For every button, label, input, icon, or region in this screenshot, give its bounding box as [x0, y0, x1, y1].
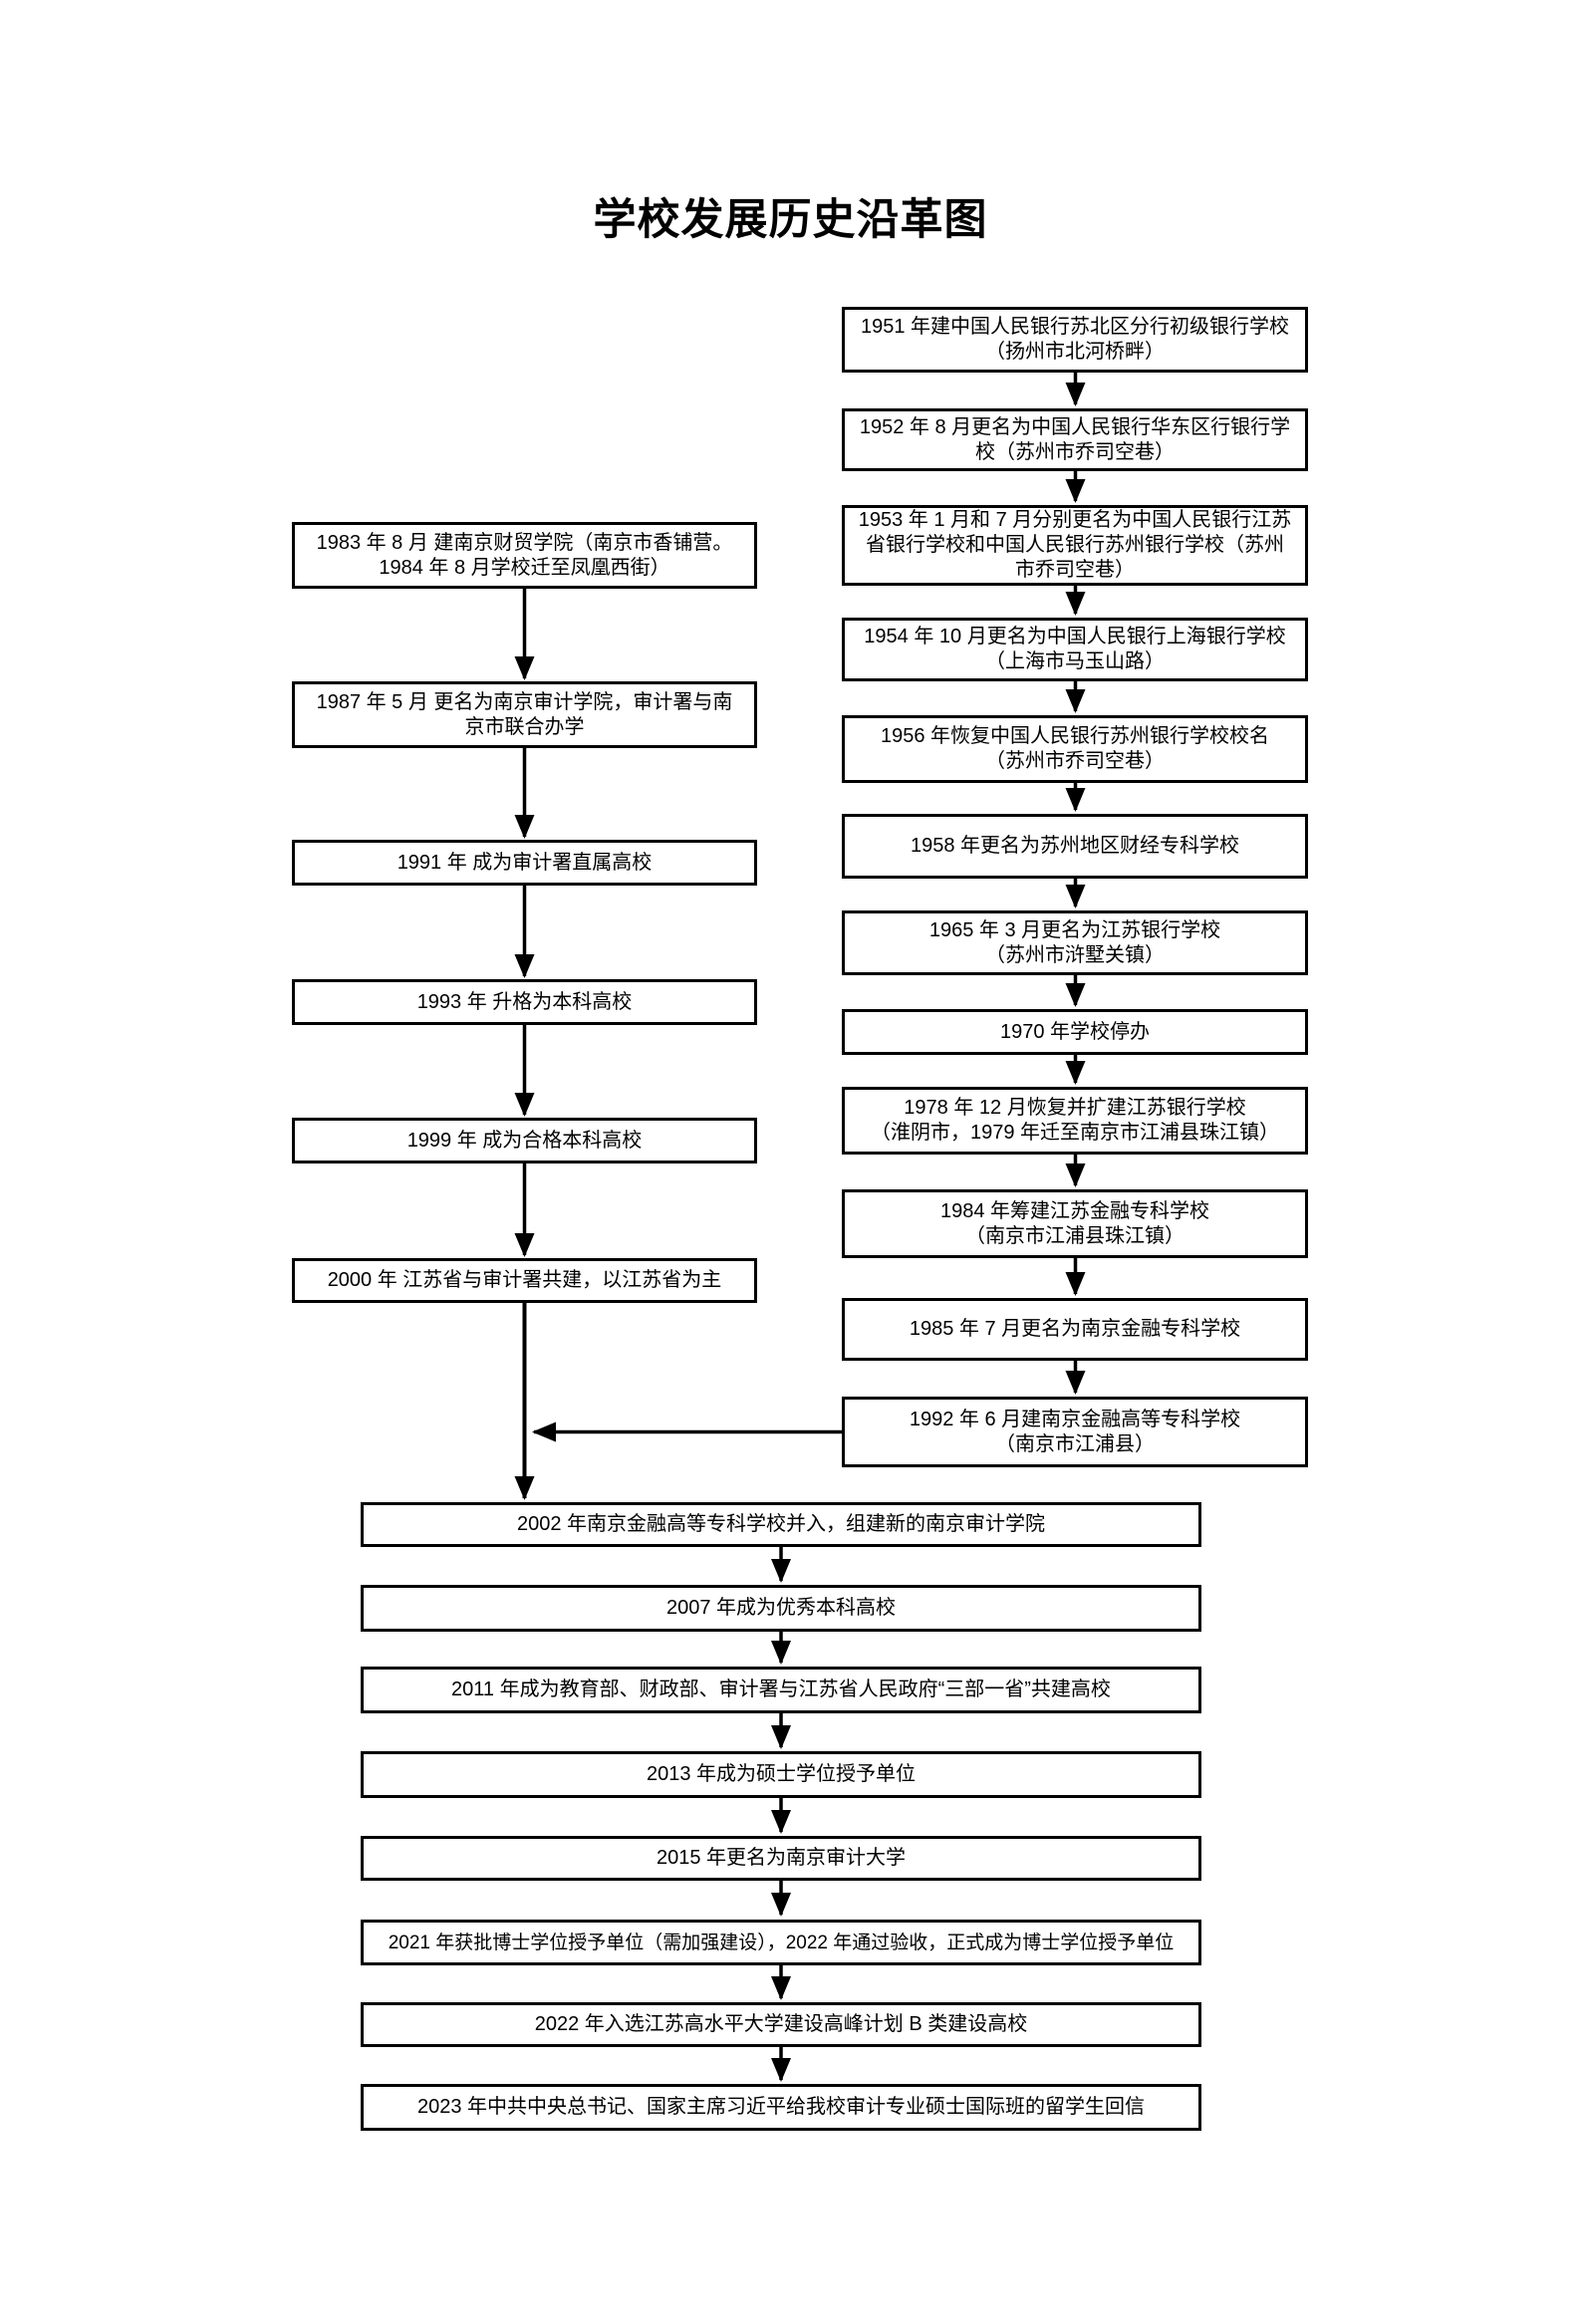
node-2022: 2022 年入选江苏高水平大学建设高峰计划 B 类建设高校 — [361, 2002, 1201, 2047]
node-1987: 1987 年 5 月 更名为南京审计学院，审计署与南 京市联合办学 — [292, 681, 757, 748]
node-1953: 1953 年 1 月和 7 月分别更名为中国人民银行江苏 省银行学校和中国人民银… — [842, 505, 1308, 586]
node-2007: 2007 年成为优秀本科高校 — [361, 1585, 1201, 1632]
node-1952: 1952 年 8 月更名为中国人民银行华东区行银行学 校（苏州市乔司空巷） — [842, 408, 1308, 471]
node-2011: 2011 年成为教育部、财政部、审计署与江苏省人民政府“三部一省”共建高校 — [361, 1667, 1201, 1713]
node-1951: 1951 年建中国人民银行苏北区分行初级银行学校 （扬州市北河桥畔） — [842, 307, 1308, 373]
node-1965: 1965 年 3 月更名为江苏银行学校 （苏州市浒墅关镇） — [842, 910, 1308, 975]
node-1999: 1999 年 成为合格本科高校 — [292, 1118, 757, 1163]
node-2015: 2015 年更名为南京审计大学 — [361, 1836, 1201, 1881]
page-title: 学校发展历史沿革图 — [593, 197, 988, 244]
node-2021: 2021 年获批博士学位授予单位（需加强建设），2022 年通过验收，正式成为博… — [361, 1920, 1201, 1965]
node-1992: 1992 年 6 月建南京金融高等专科学校 （南京市江浦县） — [842, 1397, 1308, 1467]
node-1984: 1984 年筹建江苏金融专科学校 （南京市江浦县珠江镇） — [842, 1189, 1308, 1258]
node-1991: 1991 年 成为审计署直属高校 — [292, 840, 757, 886]
node-1993: 1993 年 升格为本科高校 — [292, 979, 757, 1025]
node-1958: 1958 年更名为苏州地区财经专科学校 — [842, 814, 1308, 879]
node-2000: 2000 年 江苏省与审计署共建，以江苏省为主 — [292, 1258, 757, 1303]
node-1970: 1970 年学校停办 — [842, 1009, 1308, 1055]
node-1985: 1985 年 7 月更名为南京金融专科学校 — [842, 1298, 1308, 1361]
node-1956: 1956 年恢复中国人民银行苏州银行学校校名 （苏州市乔司空巷） — [842, 715, 1308, 783]
node-2002: 2002 年南京金融高等专科学校并入，组建新的南京审计学院 — [361, 1502, 1201, 1547]
node-1978: 1978 年 12 月恢复并扩建江苏银行学校 （淮阴市，1979 年迁至南京市江… — [842, 1087, 1308, 1155]
node-1983: 1983 年 8 月 建南京财贸学院（南京市香铺营。 1984 年 8 月学校迁… — [292, 522, 757, 589]
node-2023: 2023 年中共中央总书记、国家主席习近平给我校审计专业硕士国际班的留学生回信 — [361, 2084, 1201, 2131]
node-1954: 1954 年 10 月更名为中国人民银行上海银行学校 （上海市马玉山路） — [842, 618, 1308, 681]
node-2013: 2013 年成为硕士学位授予单位 — [361, 1751, 1201, 1798]
